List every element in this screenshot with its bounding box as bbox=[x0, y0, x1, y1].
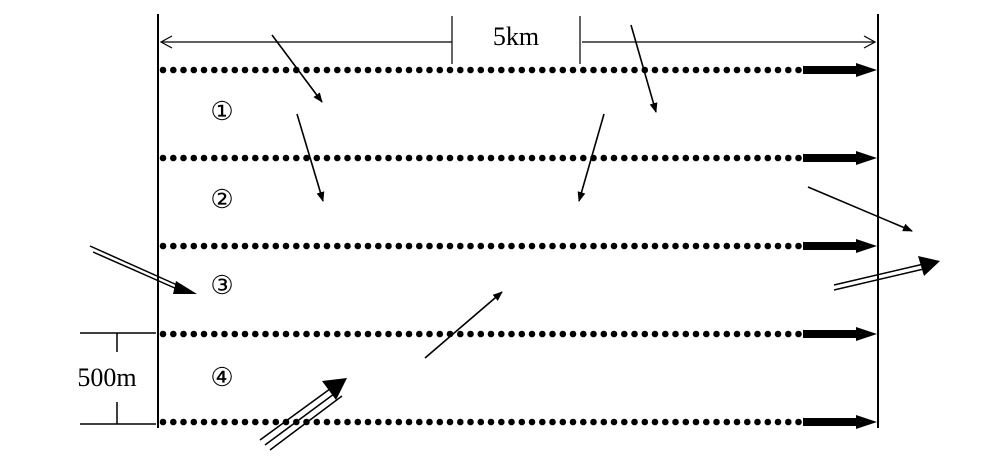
line-arrow-head bbox=[856, 151, 877, 165]
zone-label-3: ③ bbox=[210, 271, 233, 300]
line-arrow-shaft bbox=[803, 330, 858, 338]
spacing-label: 500m bbox=[77, 363, 136, 392]
triple-arrow-bottom bbox=[259, 378, 347, 451]
line-arrow-head bbox=[856, 239, 877, 253]
zone-label-4: ④ bbox=[210, 363, 233, 392]
line-arrow-shaft bbox=[803, 418, 858, 426]
width-dimension bbox=[159, 16, 877, 64]
line-arrow-head bbox=[856, 327, 877, 341]
line-arrow-head bbox=[856, 415, 877, 429]
dotted-line-4 bbox=[159, 327, 877, 341]
line-arrow-shaft bbox=[803, 242, 858, 250]
spacing-dimension bbox=[80, 332, 156, 425]
dotted-line-3 bbox=[159, 239, 877, 253]
dotted-line-1 bbox=[159, 63, 877, 77]
line-arrow-head bbox=[856, 63, 877, 77]
thin-arrow-4 bbox=[577, 113, 605, 202]
thin-arrow-6 bbox=[424, 291, 503, 359]
line-arrow-shaft bbox=[803, 154, 858, 162]
dotted-line-2 bbox=[159, 151, 877, 165]
thin-arrow-1 bbox=[271, 34, 323, 103]
thin-arrow-5 bbox=[807, 186, 913, 232]
width-label: 5km bbox=[493, 22, 539, 51]
double-arrow-right bbox=[833, 256, 940, 291]
dotted-lines bbox=[159, 63, 877, 429]
thin-arrow-3 bbox=[296, 113, 325, 202]
zone-label-2: ② bbox=[210, 185, 233, 214]
thin-arrow-2 bbox=[630, 24, 658, 113]
line-arrow-shaft bbox=[803, 66, 858, 74]
thin-arrows bbox=[271, 24, 913, 359]
dotted-line-5 bbox=[159, 415, 877, 429]
zone-label-1: ① bbox=[210, 97, 233, 126]
double-arrow-left bbox=[89, 245, 197, 294]
